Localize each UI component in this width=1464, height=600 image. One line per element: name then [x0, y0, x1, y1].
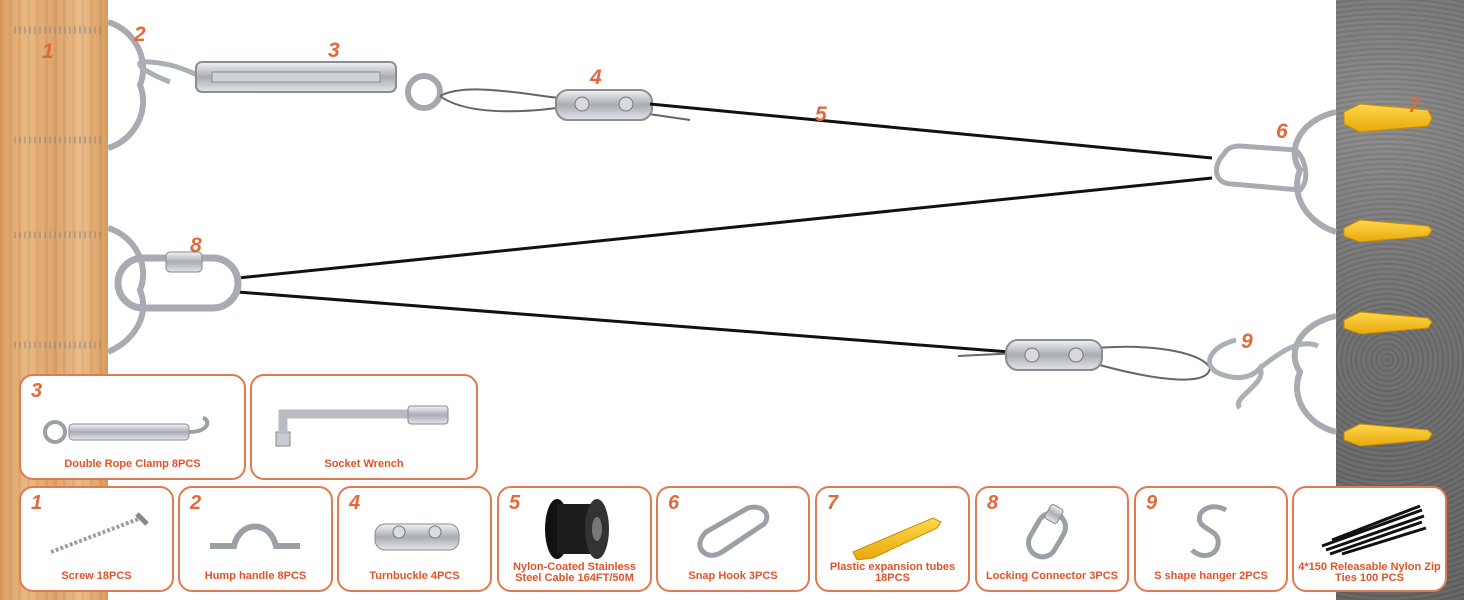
- card-cable: 5 Nylon-Coated Stainless Steel Cable 164…: [497, 486, 652, 592]
- hump-handle-icon: [1291, 109, 1338, 235]
- card-hump-handle: 2 Hump handle 8PCS: [178, 486, 333, 592]
- card-number: 7: [827, 492, 839, 514]
- snap-hook-icon: [697, 504, 770, 558]
- expansion-tube-icon: [1343, 423, 1433, 447]
- card-turnbuckle: 3 Double Rope Clamp 8PCS: [19, 374, 246, 480]
- card-label: Turnbuckle 4PCS: [369, 570, 460, 582]
- card-label: Double Rope Clamp 8PCS: [64, 458, 201, 470]
- rope-clamp-icon: [555, 89, 653, 121]
- rope-clamp-icon: [1005, 339, 1103, 371]
- callout-6: 6: [1276, 120, 1288, 143]
- hump-handles: [106, 19, 147, 355]
- wood-screws: [14, 26, 104, 349]
- card-number: 9: [1146, 492, 1158, 514]
- hook-icon: [137, 59, 201, 85]
- callout-8: 8: [190, 234, 202, 257]
- turnbuckle-icon: [195, 61, 443, 111]
- callout-1: 1: [42, 40, 54, 63]
- hump-handle-icon: [1291, 313, 1337, 435]
- s-hook-icon: [1190, 504, 1228, 558]
- cable-spool-icon: [545, 499, 609, 559]
- screw-icon: [50, 512, 149, 554]
- card-zip-ties: 4*150 Releasable Nylon Zip Ties 100 PCS: [1292, 486, 1447, 592]
- card-number: 3: [31, 380, 43, 402]
- turnbuckle-icon: [43, 416, 210, 444]
- hump-handle-icon: [106, 19, 147, 151]
- card-label: Socket Wrench: [324, 458, 404, 470]
- card-snap-hook: 6 Snap Hook 3PCS: [656, 486, 810, 592]
- card-label: Screw 18PCS: [61, 570, 132, 582]
- card-label: Snap Hook 3PCS: [688, 570, 778, 582]
- hump-handle-icon: [106, 225, 147, 355]
- card-number: 4: [349, 492, 361, 514]
- card-rope-clamp: 4 Turnbuckle 4PCS: [337, 486, 492, 592]
- callout-9: 9: [1241, 330, 1253, 353]
- callout-3: 3: [328, 39, 340, 62]
- wood-wall: [0, 0, 108, 600]
- card-s-hook: 9 S shape hanger 2PCS: [1134, 486, 1288, 592]
- callout-4: 4: [590, 66, 602, 89]
- card-label: S shape hanger 2PCS: [1154, 570, 1268, 582]
- card-number: 6: [668, 492, 680, 514]
- zip-ties-icon: [1321, 504, 1427, 556]
- callout-5: 5: [815, 103, 827, 126]
- card-number: 5: [509, 492, 521, 514]
- locking-connector-icon: [1026, 504, 1068, 560]
- card-number: 8: [987, 492, 999, 514]
- expansion-tube-icon: [852, 517, 942, 561]
- expansion-anchors: [1343, 103, 1433, 447]
- card-locking-connector: 8 Locking Connector 3PCS: [975, 486, 1129, 592]
- socket-wrench-icon: [275, 405, 449, 447]
- card-label: 4*150 Releasable Nylon Zip Ties 100 PCS: [1298, 561, 1441, 584]
- expansion-tube-icon: [1343, 311, 1433, 335]
- card-socket-wrench: Socket Wrench: [250, 374, 478, 480]
- card-number: 2: [190, 492, 202, 514]
- cables: [237, 102, 1213, 354]
- hook-icon: [1258, 341, 1320, 370]
- expansion-tube-icon: [1343, 219, 1433, 243]
- hump-handle-icon: [210, 523, 300, 549]
- rope-clamp-icon: [374, 523, 460, 551]
- s-hook-icon: [1207, 337, 1264, 410]
- right-brackets: [1291, 109, 1338, 435]
- card-label: Plastic expansion tubes 18PCS: [829, 561, 956, 584]
- locking-connector-icon: [114, 251, 242, 312]
- callout-2: 2: [134, 23, 146, 46]
- card-number: 1: [31, 492, 43, 514]
- card-expansion-tube: 7 Plastic expansion tubes 18PCS: [815, 486, 970, 592]
- card-screw: 1 Screw 18PCS: [19, 486, 174, 592]
- callout-7: 7: [1408, 94, 1420, 117]
- card-label: Nylon-Coated Stainless Steel Cable 164FT…: [513, 561, 636, 584]
- card-label: Hump handle 8PCS: [204, 570, 307, 582]
- card-label: Locking Connector 3PCS: [985, 570, 1119, 582]
- snap-hook-icon: [1214, 143, 1309, 193]
- expansion-tube-icon: [1343, 103, 1433, 133]
